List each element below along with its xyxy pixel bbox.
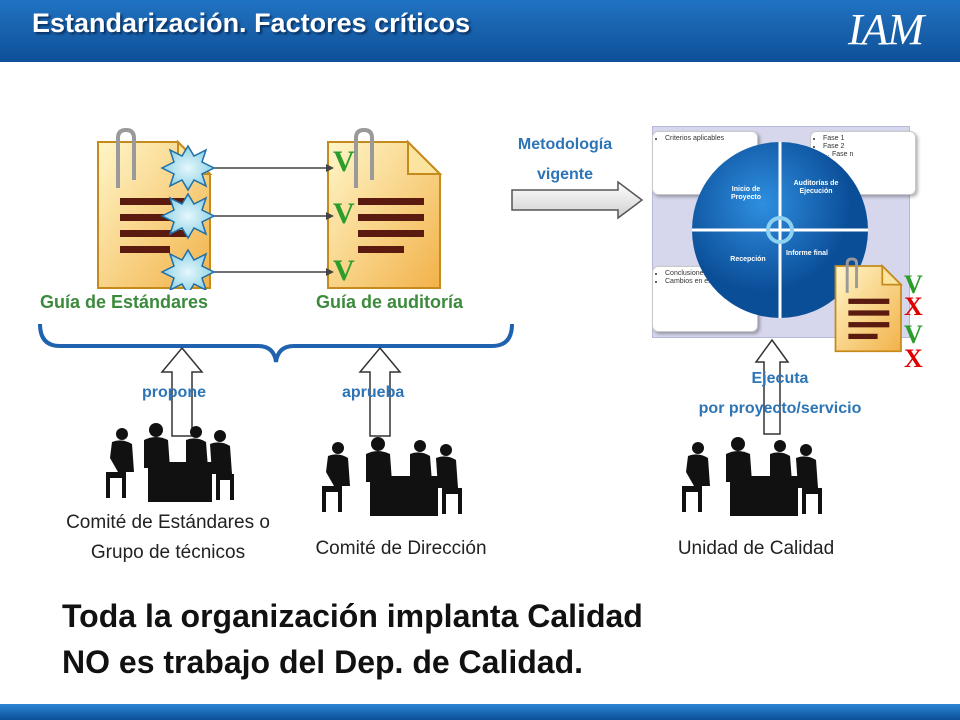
tick-mark: V — [333, 145, 355, 178]
phase-item: … Fase n — [823, 151, 911, 159]
starburst-icon — [160, 144, 216, 192]
audit-document-icon — [327, 128, 443, 289]
ejecuta-label-2: por proyecto/servicio — [698, 400, 862, 417]
propone-label: propone — [142, 384, 206, 401]
slide-title: Estandarización. Factores críticos — [32, 8, 471, 38]
methodology-label-2: vigente — [536, 166, 593, 183]
cycle-circle — [692, 142, 868, 318]
quality-unit-label: Unidad de Calidad — [677, 538, 835, 559]
up-arrow-icon — [358, 346, 402, 437]
phase-item: Fase 1 — [823, 135, 911, 143]
conclusion-item: Cambios en estándares — [665, 278, 753, 286]
phase-item: Fase 2 — [823, 143, 911, 151]
cross-mark: X — [904, 344, 923, 373]
management-committee-label: Comité de Dirección — [315, 538, 487, 559]
meeting-group-icon — [682, 437, 822, 516]
segment-recepcion: Recepción — [730, 256, 766, 263]
main-message-line1: Toda la organización implanta Calidad — [62, 598, 643, 634]
meeting-group-icon — [322, 437, 462, 516]
technical-group-label: Grupo de técnicos — [90, 542, 246, 563]
committee-standards-label: Comité de Estándares o — [66, 512, 270, 533]
cross-mark: X — [904, 292, 923, 321]
standards-guide-label: Guía de Estándares — [40, 292, 209, 312]
starburst-icon — [160, 248, 216, 290]
criteria-item: Criterios aplicables — [665, 135, 753, 143]
ejecuta-label: Ejecuta — [751, 370, 809, 387]
meeting-group-icon — [106, 423, 234, 502]
starburst-connectors — [160, 144, 334, 290]
audit-guide-label: Guía de auditoría — [316, 292, 464, 312]
segment-auditorias: Auditorías de Ejecución — [793, 180, 839, 195]
tick-mark: V — [904, 270, 923, 299]
tick-mark: V — [333, 197, 355, 230]
segment-informe: Informe final — [785, 250, 828, 257]
segment-inicio: Inicio de Proyecto — [731, 186, 761, 201]
main-message-line2: NO es trabajo del Dep. de Calidad. — [62, 644, 584, 680]
footer-bar — [0, 704, 960, 720]
title-bar — [0, 0, 960, 62]
tick-mark: V — [333, 254, 355, 287]
grouping-brace — [38, 323, 514, 363]
small-document-icon — [834, 257, 904, 353]
methodology-label: Metodología — [517, 136, 613, 153]
conclusion-item: Conclusiones — [665, 270, 753, 278]
up-arrow-icon — [160, 346, 204, 437]
aprueba-label: aprueba — [342, 384, 405, 401]
tick-mark: V — [904, 320, 923, 349]
starburst-icon — [160, 192, 216, 240]
up-arrow-icon — [754, 338, 790, 435]
right-arrow-icon — [511, 180, 644, 220]
iam-logo: IAM — [848, 5, 924, 54]
